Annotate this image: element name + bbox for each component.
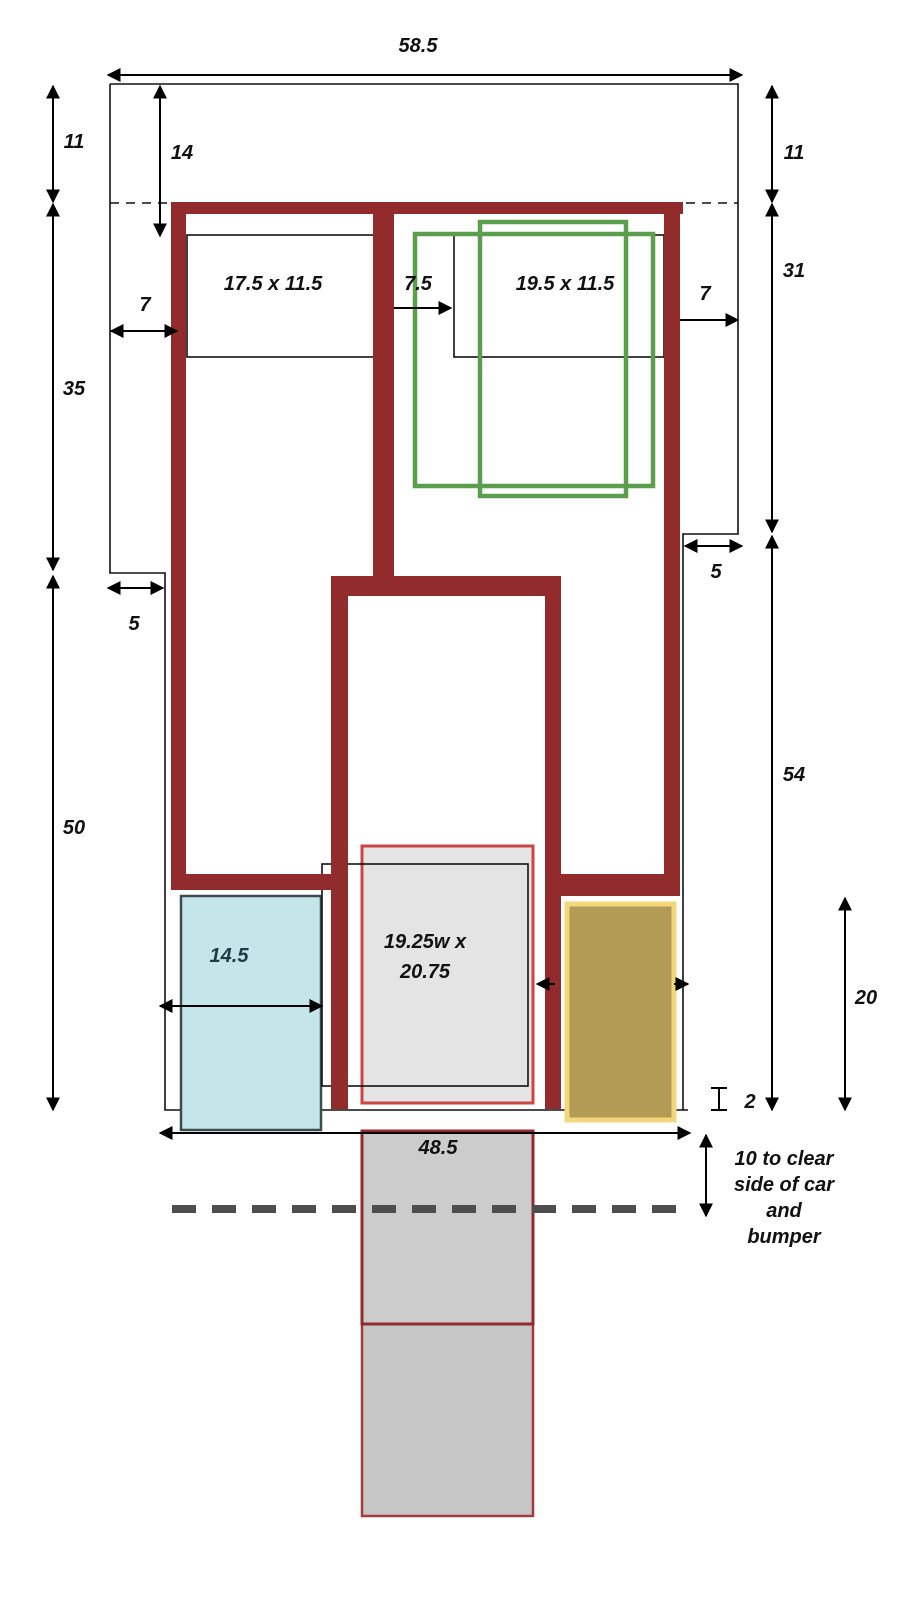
ramp-upper-box — [360, 1129, 535, 1326]
center-gray-box — [360, 844, 535, 1105]
lot-outline — [109, 83, 739, 1111]
inner-top-offset-label: 14 — [171, 142, 193, 164]
olive-box — [564, 901, 677, 1123]
left-side-gap-label: 7 — [139, 294, 151, 316]
frame-mid-right-post — [545, 576, 561, 1109]
frame-right-post — [664, 202, 680, 888]
left-step-label: 5 — [128, 613, 140, 635]
left-lower-height-label: 50 — [63, 817, 85, 839]
right-module-height-label: 20 — [854, 987, 877, 1009]
right-side-gap-label: 7 — [699, 283, 711, 305]
frame-mid-beam — [331, 576, 561, 596]
frame-left-post — [171, 202, 186, 888]
clearance-note-line3: and — [766, 1200, 802, 1222]
upper-left-box-label: 17.5 x 11.5 — [224, 273, 323, 295]
center-box-label-line1: 19.25w x — [384, 931, 467, 953]
upper-right-box — [453, 234, 665, 358]
right-step-label: 5 — [710, 561, 722, 583]
teal-width-label: 14.5 — [210, 945, 250, 967]
upper-right-box-label: 19.5 x 11.5 — [516, 273, 615, 295]
frame-top — [171, 202, 683, 214]
frame-mid-left-post — [331, 576, 348, 1109]
teal-box — [179, 894, 323, 1132]
clearance-note-line2: side of car — [734, 1174, 835, 1196]
bottom-width-label: 48.5 — [418, 1137, 459, 1159]
right-upper-height-label: 31 — [783, 260, 805, 282]
center-gap-label: 7.5 — [404, 273, 433, 295]
frame-bottom-right — [554, 874, 680, 896]
frame-bottom-left — [171, 874, 331, 890]
green-outline-a — [412, 231, 656, 489]
left-top-margin-label: 11 — [64, 131, 85, 153]
clearance-note-line1: 10 to clear — [735, 1148, 835, 1170]
ramp-lower-box — [360, 1322, 535, 1518]
center-box-label-line2: 20.75 — [399, 961, 451, 983]
top-width-label: 58.5 — [399, 35, 439, 57]
frame-center-post — [373, 202, 394, 596]
frame — [171, 202, 683, 1109]
upper-left-box — [186, 234, 376, 358]
center-thin-outline — [321, 863, 529, 1087]
green-outline-b — [477, 219, 629, 499]
bottom-clearance-label: 2 — [743, 1091, 755, 1113]
left-upper-height-label: 35 — [63, 378, 86, 400]
clearance-note-line4: bumper — [747, 1226, 822, 1248]
right-lower-height-label: 54 — [783, 764, 805, 786]
right-top-margin-label: 11 — [784, 142, 805, 164]
